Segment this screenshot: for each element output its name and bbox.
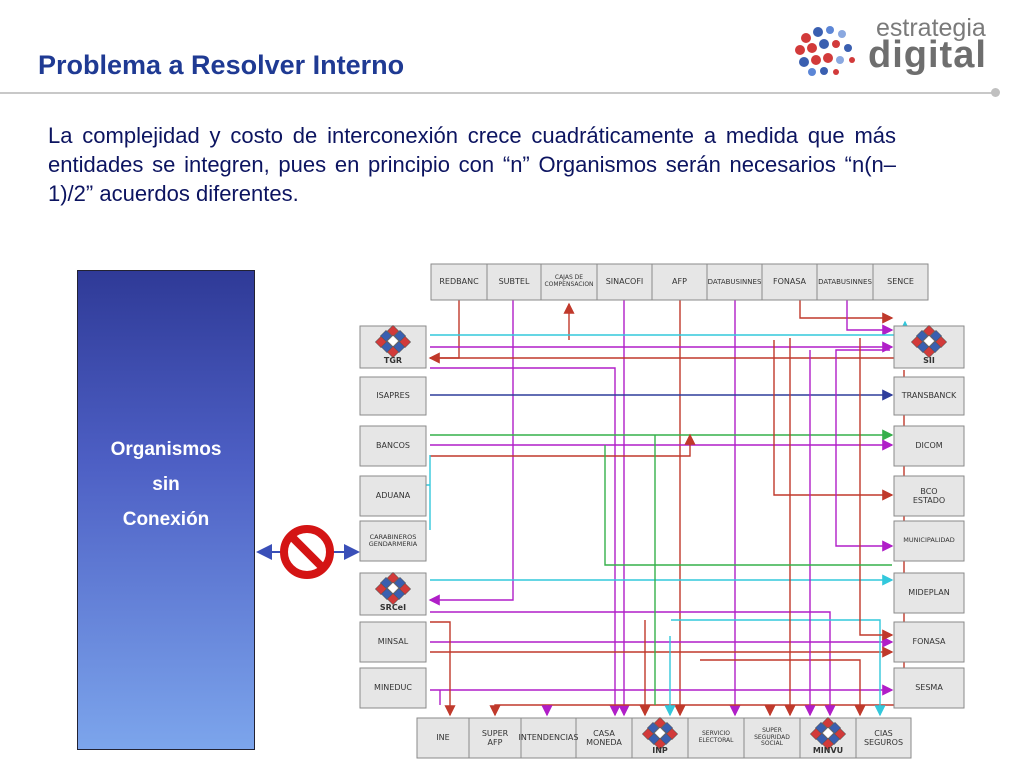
logo-dots-icon (795, 26, 855, 76)
divider-end-dot (991, 88, 1000, 97)
entity-box-afp (651, 263, 708, 301)
connector-line (430, 611, 836, 717)
entity-label-databusinnes: DATABUSINNES (818, 277, 872, 286)
connector-line (846, 300, 894, 336)
entity-box-transbanck (893, 376, 965, 416)
entity-box-mideplan (893, 572, 965, 614)
entity-box-sence (872, 263, 929, 301)
connector-line (859, 338, 894, 641)
connector-line (430, 433, 696, 457)
entity-box-cias-seguros (855, 717, 912, 759)
entity-label-databusinnes: DATABUSINNES (707, 277, 762, 286)
entity-box-super-seguridad-social (743, 717, 801, 759)
entity-box-isapres (359, 376, 427, 416)
entity-box-dicom (893, 425, 965, 467)
connector-line (430, 621, 456, 717)
entity-label-servicio-electoral: SERVICIO ELECTORAL (698, 730, 734, 744)
entity-box-fonasa (761, 263, 818, 301)
entity-label-sii: SII (923, 356, 935, 366)
connector-line (604, 445, 892, 566)
entity-box-fonasa (893, 621, 965, 663)
entity-label-sence: SENCE (887, 277, 914, 287)
entity-label-mideplan: MIDEPLAN (908, 588, 950, 598)
header-divider (0, 92, 996, 94)
entity-box-sesma (893, 667, 965, 709)
entity-label-dicom: DICOM (915, 441, 943, 451)
entity-box-ine (416, 717, 470, 759)
connector-line (799, 300, 894, 324)
entity-box-servicio-electoral (687, 717, 745, 759)
entity-label-ine: INE (436, 733, 450, 743)
entity-label-municipalidad: MUNICIPALIDAD (903, 536, 955, 545)
entity-label-carabineros-gendarmeria: CARABINEROS GENDARMERIA (368, 532, 418, 548)
entity-label-super-seguridad-social: SUPER SEGURIDAD SOCIAL (754, 726, 790, 748)
entity-box-databusinnes (706, 263, 763, 301)
entity-label-sesma: SESMA (915, 683, 943, 693)
entity-label-inp: INP (652, 746, 668, 756)
entity-label-bco-estado: BCO ESTADO (912, 486, 946, 505)
entity-box-redbanc (430, 263, 488, 301)
logo-text-estrategia: estrategia (876, 14, 986, 42)
connector-line (430, 320, 911, 336)
entity-box-sinacofi (596, 263, 653, 301)
entity-label-cajas-de-compensacion: CAJAS DE COMPENSACION (544, 274, 594, 288)
body-paragraph: La complejidad y costo de interconexión … (48, 123, 896, 206)
entity-label-fonasa: FONASA (912, 637, 946, 647)
organismos-sin-conexion-label: Organismos sin Conexión (110, 439, 222, 530)
organismos-sin-conexion-box (77, 270, 255, 750)
entity-label-redbanc: REDBANC (439, 277, 479, 287)
government-emblem-icon (809, 716, 847, 751)
connector-line (773, 340, 894, 501)
entity-box-minsal (359, 621, 427, 663)
entity-label-bancos: BANCOS (376, 441, 410, 451)
connector-line (700, 659, 866, 717)
government-emblem-icon (374, 324, 412, 359)
entity-boxes (359, 263, 965, 759)
entity-label-transbanck: TRANSBANCK (901, 391, 957, 401)
entity-box-subtel (486, 263, 542, 301)
entity-box-municipalidad (893, 520, 965, 562)
entity-label-fonasa: FONASA (772, 277, 807, 287)
entity-box-casa-moneda (575, 717, 633, 759)
logo-text-digital: digital (868, 34, 987, 76)
entity-box-cajas-de-compensacion (540, 263, 598, 301)
connector-line (428, 300, 460, 364)
entity-label-isapres: ISAPRES (376, 391, 410, 401)
entity-box-mineduc (359, 667, 427, 709)
entity-label-afp: AFP (672, 277, 687, 287)
entity-label-mineduc: MINEDUC (374, 683, 412, 693)
connector-line (430, 367, 621, 717)
connector-line (489, 370, 905, 717)
estrategia-digital-logo (795, 26, 855, 76)
entity-label-minsal: MINSAL (377, 637, 409, 647)
government-emblem-icon (641, 716, 679, 751)
entity-box-databusinnes (816, 263, 874, 301)
government-emblem-icon (910, 324, 948, 359)
connector-lines (360, 300, 911, 717)
entity-label-srcei: SRCeI (379, 603, 407, 613)
entity-box-bco-estado (893, 475, 965, 517)
entity-label-minvu: MINVU (812, 746, 844, 756)
connector-line (835, 349, 894, 552)
entity-label-aduana: ADUANA (375, 491, 411, 501)
entity-label-super-afp: SUPER AFP (481, 728, 509, 747)
entity-label-casa-moneda: CASA MONEDA (586, 728, 622, 747)
entity-label-subtel: SUBTEL (498, 277, 530, 287)
connector-line (671, 619, 886, 717)
entity-box-intendencias (520, 717, 577, 759)
entity-label-intendencias: INTENDENCIAS (518, 733, 579, 743)
no-connection-sign (256, 525, 360, 579)
page-title: Problema a Resolver Interno (38, 50, 405, 80)
entity-box-aduana (359, 475, 427, 517)
entity-label-cias-seguros: CIAS SEGUROS (863, 728, 904, 747)
government-emblem-icon (374, 571, 412, 606)
entity-label-tgr: TGR (383, 356, 403, 366)
entity-label-sinacofi: SINACOFI (605, 277, 644, 287)
entity-box-carabineros-gendarmeria (359, 520, 427, 562)
connector-line (428, 300, 514, 606)
entity-box-bancos (359, 425, 427, 467)
